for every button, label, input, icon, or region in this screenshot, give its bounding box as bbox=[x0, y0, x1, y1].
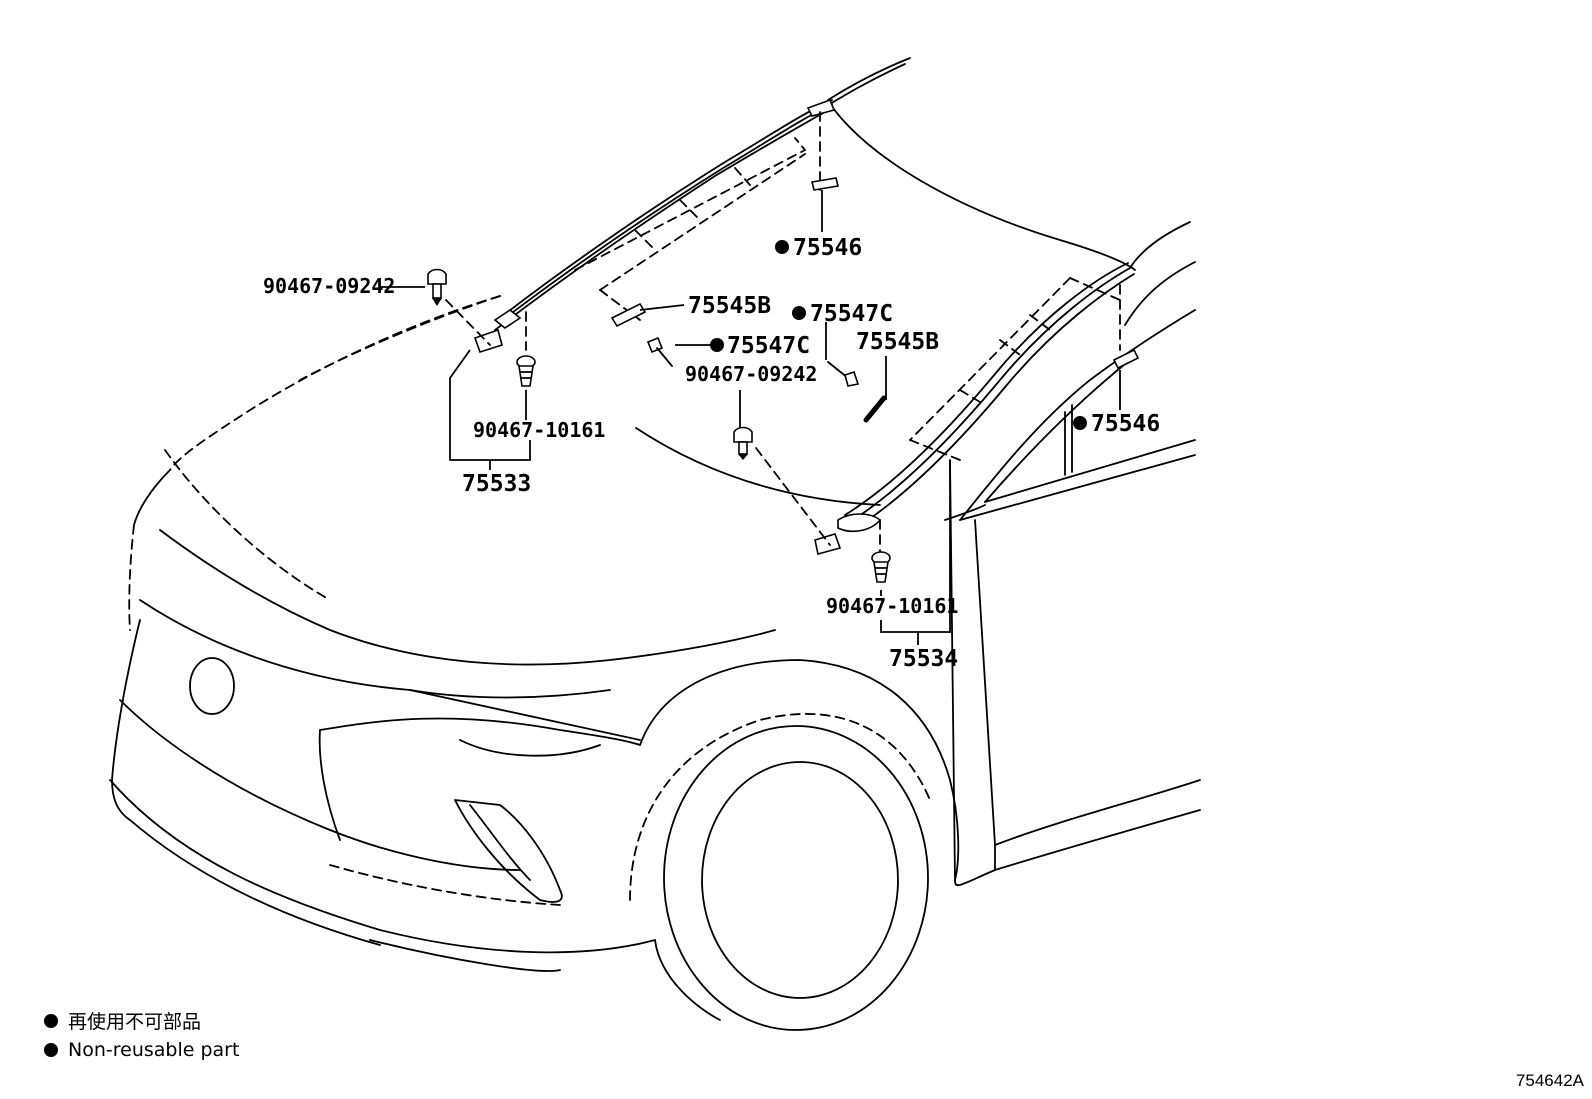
part-label-90467-10161-left: 90467-10161 bbox=[473, 418, 605, 442]
tape-icon bbox=[1112, 348, 1140, 370]
pin-icon bbox=[827, 361, 860, 387]
non-reusable-dot bbox=[792, 306, 806, 320]
clip-icon bbox=[516, 355, 536, 387]
non-reusable-dot bbox=[775, 240, 789, 254]
part-label-75547C-left: 75547C bbox=[727, 333, 810, 359]
part-labels: 90467-09242 75546 75545B 75547C 90467-09… bbox=[263, 235, 1160, 672]
retainer-icon bbox=[610, 302, 647, 328]
non-reusable-dot-icon bbox=[44, 1013, 58, 1028]
guide-lines bbox=[445, 111, 1121, 561]
part-label-90467-09242-center: 90467-09242 bbox=[685, 362, 817, 386]
part-label-75546-top: 75546 bbox=[793, 235, 862, 261]
part-label-90467-09242-left: 90467-09242 bbox=[263, 274, 395, 298]
car-outline bbox=[109, 57, 1201, 1031]
non-reusable-dot bbox=[1073, 416, 1087, 430]
non-reusable-dot-icon bbox=[44, 1042, 58, 1057]
legend-row-jp: 再使用不可部品 bbox=[44, 1006, 239, 1035]
leader-lines bbox=[380, 190, 1121, 645]
part-label-75534: 75534 bbox=[889, 646, 958, 672]
part-label-75545B-right: 75545B bbox=[856, 329, 939, 355]
figure-code: 754642A bbox=[1515, 1071, 1584, 1090]
non-reusable-dot bbox=[710, 338, 724, 352]
legend-text-en: Non-reusable part bbox=[68, 1038, 240, 1061]
part-label-90467-10161-right: 90467-10161 bbox=[826, 594, 958, 618]
pin-icon bbox=[646, 336, 673, 367]
legend: 再使用不可部品 Non-reusable part bbox=[44, 1006, 239, 1064]
tape-icon bbox=[811, 177, 839, 191]
part-label-75533: 75533 bbox=[462, 471, 531, 497]
screw-icon bbox=[427, 268, 447, 306]
part-label-75547C-right: 75547C bbox=[810, 301, 893, 327]
small-parts bbox=[427, 177, 1140, 583]
legend-text-jp: 再使用不可部品 bbox=[68, 1011, 202, 1033]
part-label-75545B-left: 75545B bbox=[688, 293, 771, 319]
clip-icon bbox=[871, 551, 891, 583]
retainer-icon bbox=[863, 395, 887, 423]
non-reusable-markers bbox=[710, 240, 1087, 430]
left-windshield-molding-75533 bbox=[473, 98, 836, 353]
screw-icon bbox=[733, 426, 753, 460]
part-label-75546-right: 75546 bbox=[1091, 411, 1160, 437]
legend-row-en: Non-reusable part bbox=[44, 1035, 239, 1064]
